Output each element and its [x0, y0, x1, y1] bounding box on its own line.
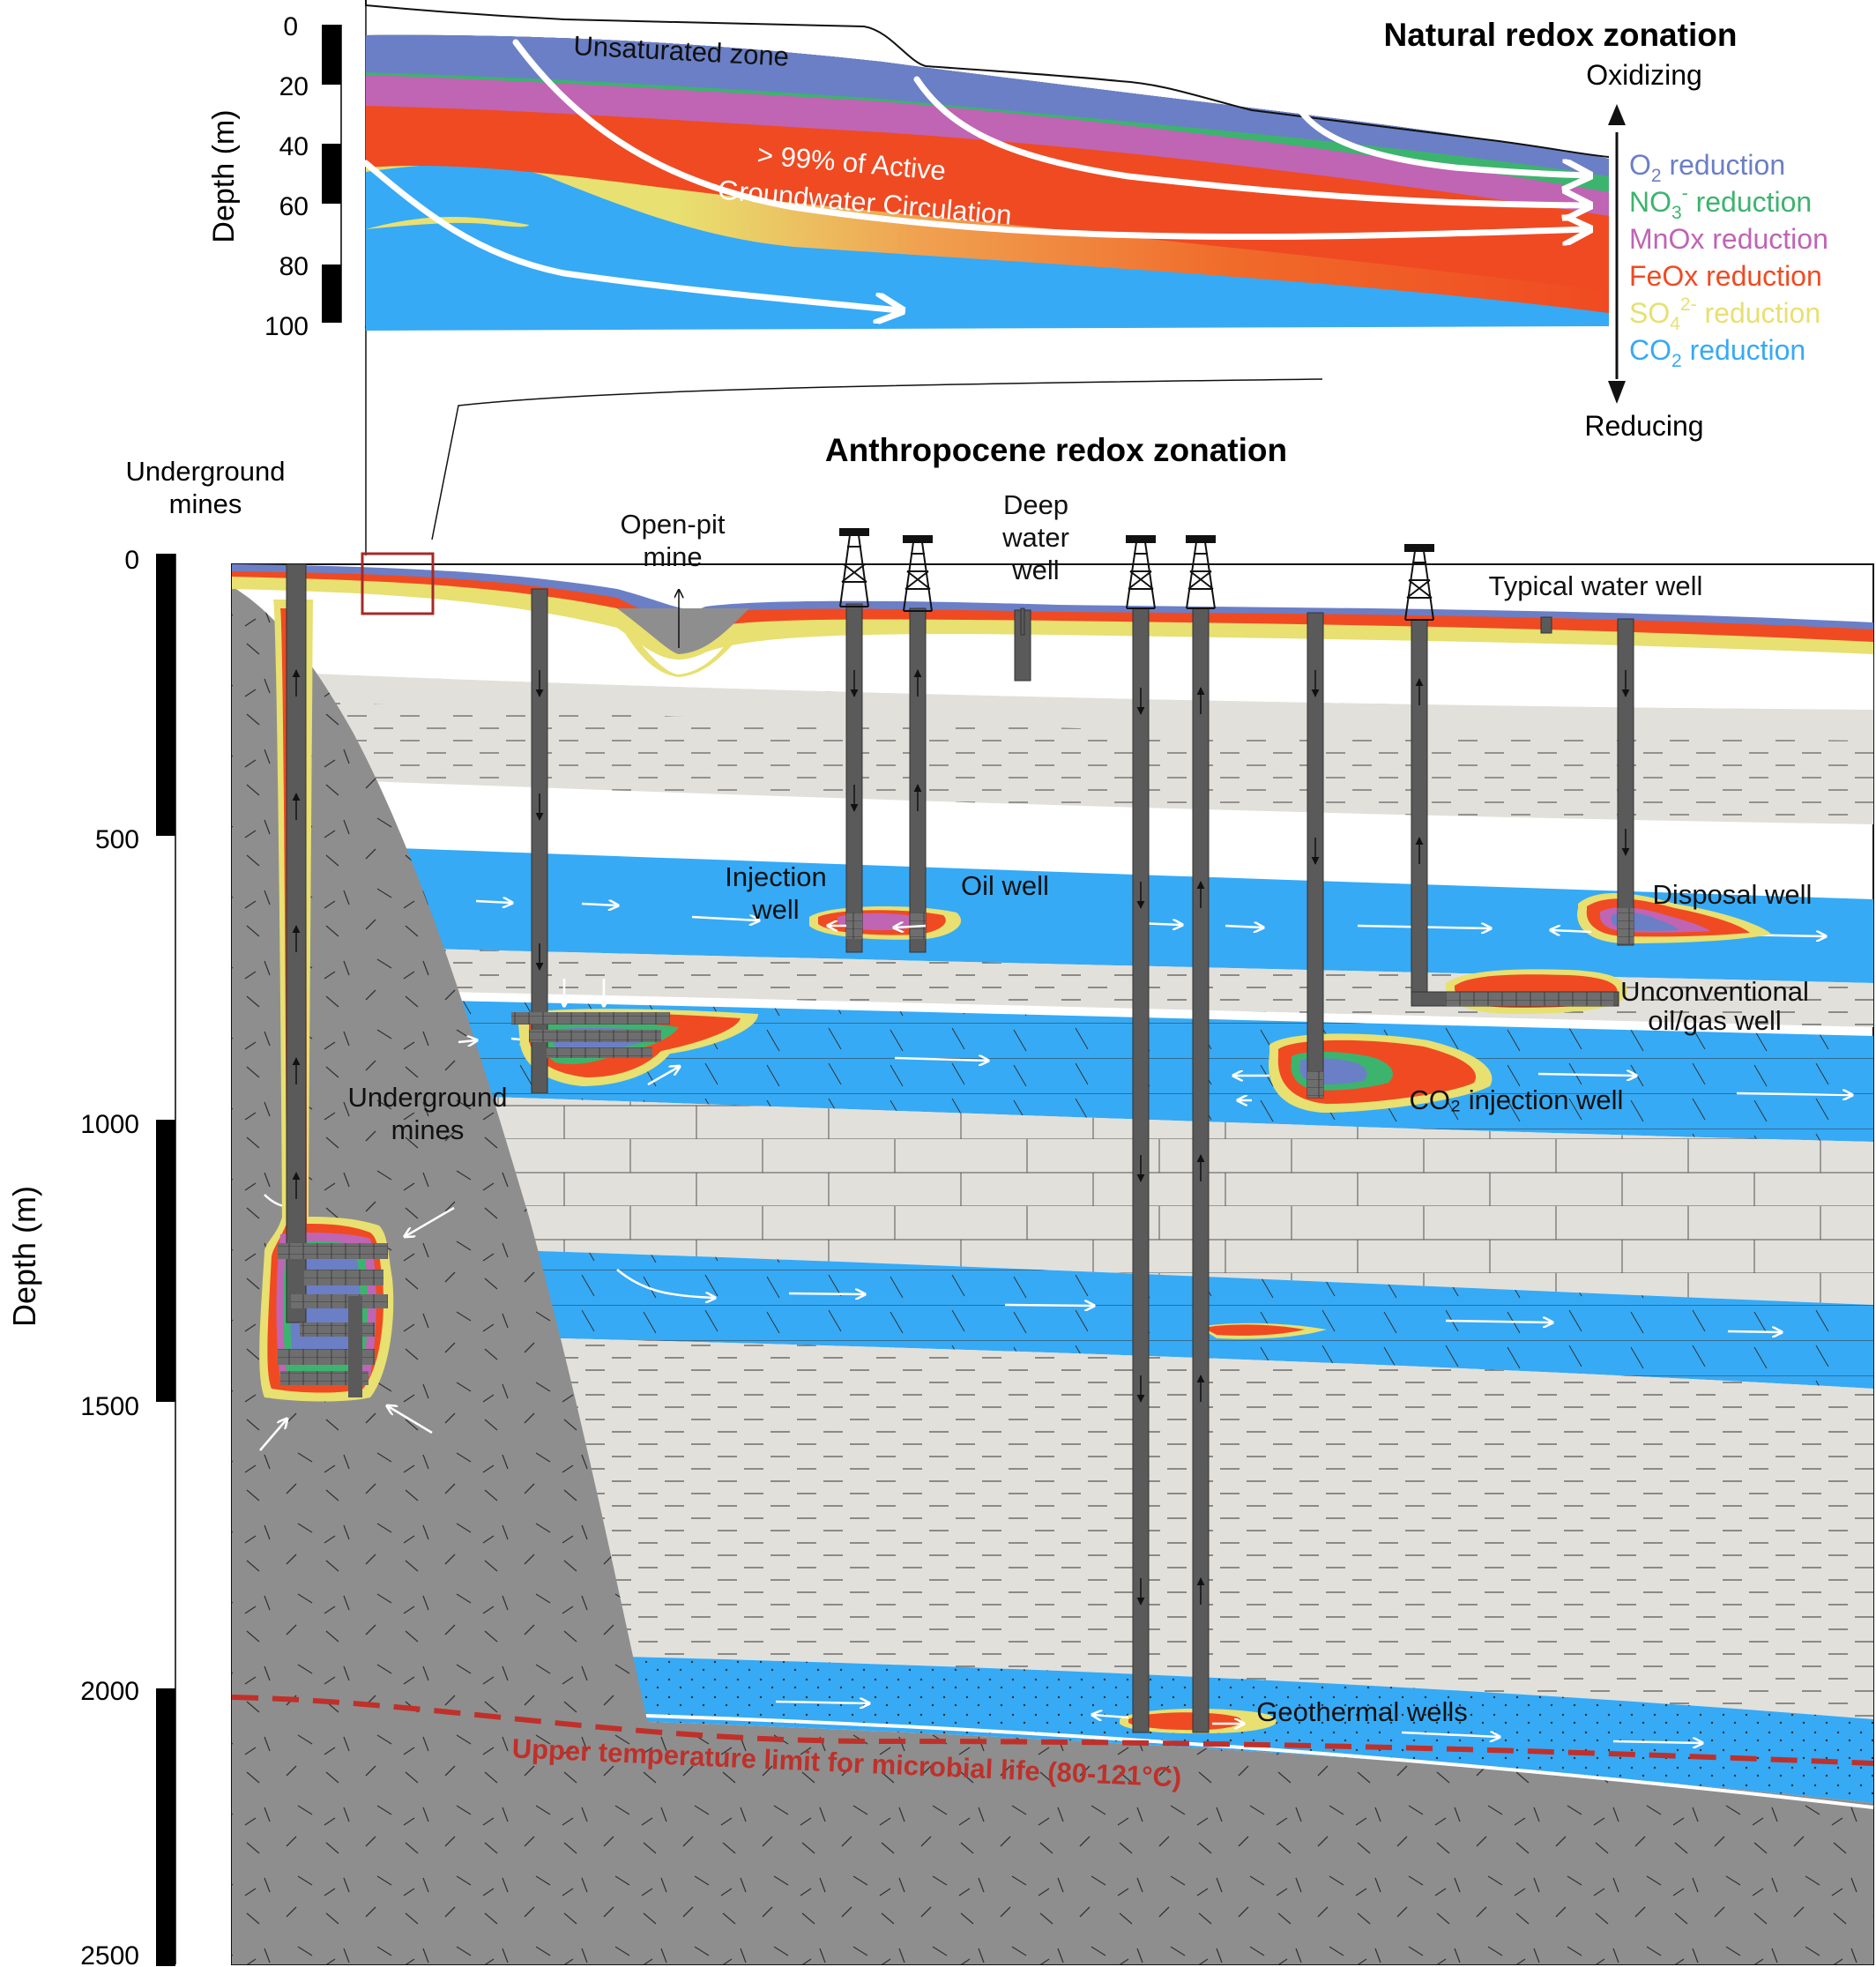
- typical-water-well-label: Typical water well: [1489, 570, 1703, 601]
- well-flow-arrows: [292, 669, 1630, 1606]
- geothermal-arrows: [829, 926, 1592, 1724]
- oxidizing-label: Oxidizing: [1586, 59, 1702, 91]
- legend-item-5-text: CO: [1629, 334, 1671, 366]
- natural-title: Natural redox zonation: [1384, 17, 1738, 53]
- top-depth-axis: 0 20 40 60 80 100 Depth (m): [207, 12, 342, 341]
- legend-item-0-sub: 2: [1651, 166, 1662, 186]
- legend-item-4-sup: 2-: [1680, 294, 1697, 315]
- main-axis-tick-1000: 1000: [80, 1110, 139, 1139]
- legend-item-1-sub: 3: [1671, 203, 1682, 223]
- main-axis-tick-500: 500: [95, 825, 139, 854]
- inset-location-box: [361, 552, 435, 615]
- open-pit-label-1: Open-pit: [621, 509, 726, 540]
- legend-item-5: CO2 reduction: [1629, 334, 1805, 371]
- open-pit-label-2: mine: [643, 541, 702, 572]
- geologic-section: [231, 528, 1874, 1965]
- legend-item-5-post: reduction: [1682, 334, 1806, 366]
- reducing-label: Reducing: [1584, 410, 1703, 442]
- natural-flow-arrows: [362, 39, 1587, 310]
- inset-connector: [431, 378, 1323, 540]
- axis-header-2: mines: [169, 488, 242, 519]
- legend-item-1-sup: -: [1682, 183, 1688, 204]
- co2-injection-label: CO₂ injection well: [1410, 1084, 1624, 1115]
- main-axis-tick-1500: 1500: [80, 1392, 139, 1421]
- main-axis-label: Depth (m): [6, 1186, 42, 1327]
- legend-item-1-post: reduction: [1688, 186, 1813, 218]
- top-axis-tick-100: 100: [264, 312, 309, 341]
- legend-item-4-text: SO: [1629, 297, 1670, 329]
- derricks: [839, 528, 1434, 621]
- top-axis-tick-40: 40: [279, 132, 309, 161]
- top-axis-tick-80: 80: [279, 252, 309, 281]
- natural-redox-inset: Unsaturated zone > 99% of Active Groundw…: [207, 0, 1828, 555]
- legend-item-5-sub: 2: [1671, 351, 1682, 371]
- legend-item-3-text: FeOx reduction: [1629, 260, 1822, 292]
- natural-zone-layers: [366, 34, 1609, 331]
- injection-well-label-2: well: [751, 894, 799, 925]
- oil-well-label: Oil well: [961, 870, 1049, 901]
- legend-item-4-post: reduction: [1697, 297, 1821, 329]
- main-axis-tick-0: 0: [124, 546, 139, 575]
- unconventional-label-1: Unconventional: [1620, 976, 1809, 1007]
- top-axis-label: Depth (m): [207, 109, 241, 242]
- deep-water-well-label-1: Deep: [1003, 489, 1068, 520]
- mine-tunnels: [278, 908, 1634, 1397]
- injection-well-label-1: Injection: [725, 861, 826, 892]
- anthropocene-title: Anthropocene redox zonation: [825, 432, 1287, 468]
- legend-item-2: MnOx reduction: [1629, 223, 1828, 255]
- disposal-well-label: Disposal well: [1653, 879, 1813, 910]
- legend-item-1-text: NO: [1629, 186, 1671, 218]
- legend-item-0-post: reduction: [1662, 149, 1786, 181]
- legend-item-4-sub: 4: [1670, 314, 1680, 334]
- unconventional-label-2: oil/gas well: [1648, 1005, 1782, 1036]
- legend-item-1: NO3- reduction: [1629, 183, 1812, 223]
- main-depth-axis: Underground mines 0 500 1000 1500 2000 2…: [6, 456, 285, 1967]
- underground-mines-label-1: Underground: [348, 1082, 508, 1113]
- top-axis-tick-0: 0: [283, 12, 298, 41]
- legend-item-3: FeOx reduction: [1629, 260, 1822, 292]
- main-axis-tick-2000: 2000: [80, 1677, 139, 1706]
- deep-water-well-label-3: well: [1011, 555, 1059, 585]
- geothermal-label: Geothermal wells: [1256, 1696, 1467, 1727]
- redox-scale: Oxidizing Reducing: [1584, 59, 1703, 442]
- legend-item-4: SO42- reduction: [1629, 294, 1820, 334]
- deep-water-well-label-2: water: [1001, 522, 1069, 553]
- legend-item-2-text: MnOx reduction: [1629, 223, 1828, 255]
- legend-item-0-text: O: [1629, 149, 1651, 181]
- temperature-limit-line: [231, 1695, 1874, 1766]
- underground-mines-label-2: mines: [391, 1114, 465, 1145]
- main-axis-tick-2500: 2500: [80, 1941, 139, 1967]
- top-axis-tick-20: 20: [279, 72, 309, 101]
- natural-land-surface: [365, 0, 1610, 158]
- axis-header-1: Underground: [126, 456, 286, 487]
- top-axis-tick-60: 60: [279, 192, 309, 221]
- legend-item-0: O2 reduction: [1629, 149, 1785, 186]
